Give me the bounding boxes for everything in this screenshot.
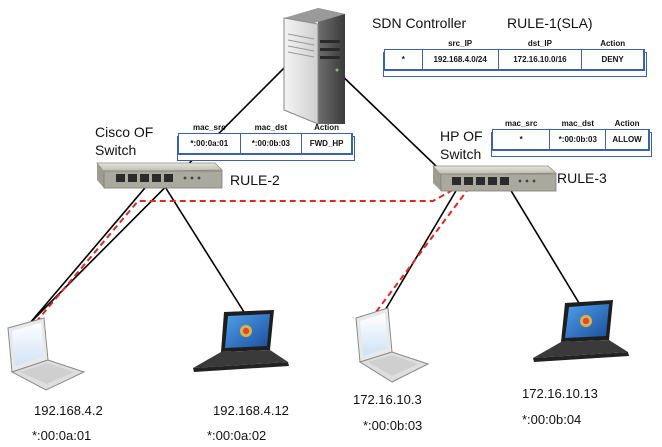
rule1-title: RULE-1(SLA) (507, 15, 593, 31)
rule2-title: RULE-2 (230, 172, 280, 188)
rule1-cell-dst-ip: 172.16.10.0/16 (497, 49, 583, 70)
rule3-cell-action: ALLOW (605, 129, 649, 150)
rule1-header-dst-ip: dst_IP (527, 39, 552, 48)
rule2-header-mac-dst: mac_dst (254, 123, 288, 132)
laptop-icon-host2 (193, 310, 289, 372)
rule3-header-mac-src: mac_src (504, 119, 538, 128)
rule1-table: src_IP dst_IP Action * 192.168.4.0/24 17… (384, 39, 644, 70)
rule3-cell-mac-dst: *:00:0b:03 (549, 129, 607, 150)
rule2-table: mac_src mac_dst Action *:00:0a:01 *:00:0… (178, 123, 352, 154)
rule1-header-0 (385, 39, 423, 50)
hp-switch-label-line2: Switch (440, 146, 482, 162)
rule2-header-action: Action (314, 123, 340, 132)
cisco-switch-icon (96, 162, 223, 189)
host3-ip: 172.16.10.3 (353, 392, 422, 407)
link-cisco-host1 (29, 181, 151, 324)
link-hp-host4 (506, 183, 580, 304)
rule3-title: RULE-3 (557, 170, 607, 186)
host2-ip: 192.168.4.12 (213, 403, 289, 418)
host2-mac: *:00:0a:02 (207, 428, 267, 443)
rule1-cell-src-ip: 192.168.4.0/24 (421, 49, 499, 70)
rule3-table: mac_src mac_dst Action * *:00:0b:03 ALLO… (491, 119, 649, 150)
rule1-cell-wildcard: * (384, 49, 423, 70)
cisco-switch-label-line1: Cisco OF (95, 124, 154, 140)
rule3-header-action: Action (614, 119, 640, 128)
host1-ip: 192.168.4.2 (34, 403, 103, 418)
hp-switch-label-line1: HP OF (440, 128, 483, 144)
laptop-icon-host3 (355, 307, 430, 383)
rule1-cell-action: DENY (581, 49, 644, 70)
link-cisco-host2 (161, 181, 245, 313)
controller-label: SDN Controller (372, 15, 467, 31)
rule2-header-mac-src: mac_src (193, 123, 226, 132)
host1-mac: *:00:0a:01 (32, 428, 92, 443)
laptop-icon-host1 (7, 317, 86, 391)
server-icon (283, 8, 345, 125)
rule3-header-mac-dst: mac_dst (561, 119, 595, 128)
host4-ip: 172.16.10.13 (522, 386, 598, 401)
hp-switch-icon (432, 165, 558, 192)
link-hp-host3 (383, 183, 461, 313)
rule1-header-src-ip: src_IP (448, 39, 473, 48)
host4-mac: *:00:0b:04 (522, 412, 582, 427)
rule1-header-action: Action (600, 39, 626, 48)
cisco-switch-label-line2: Switch (95, 142, 137, 158)
rule2-cell-action: FWD_HP (301, 133, 352, 154)
rule3-cell-mac-src: * (491, 129, 551, 150)
rule2-cell-mac-dst: *:00:0b:03 (239, 133, 303, 154)
laptop-icon-host4 (533, 300, 629, 362)
flow-path (35, 182, 475, 323)
host3-mac: *:00:0b:03 (363, 418, 423, 433)
rule2-cell-mac-src: *:00:0a:01 (178, 133, 241, 154)
